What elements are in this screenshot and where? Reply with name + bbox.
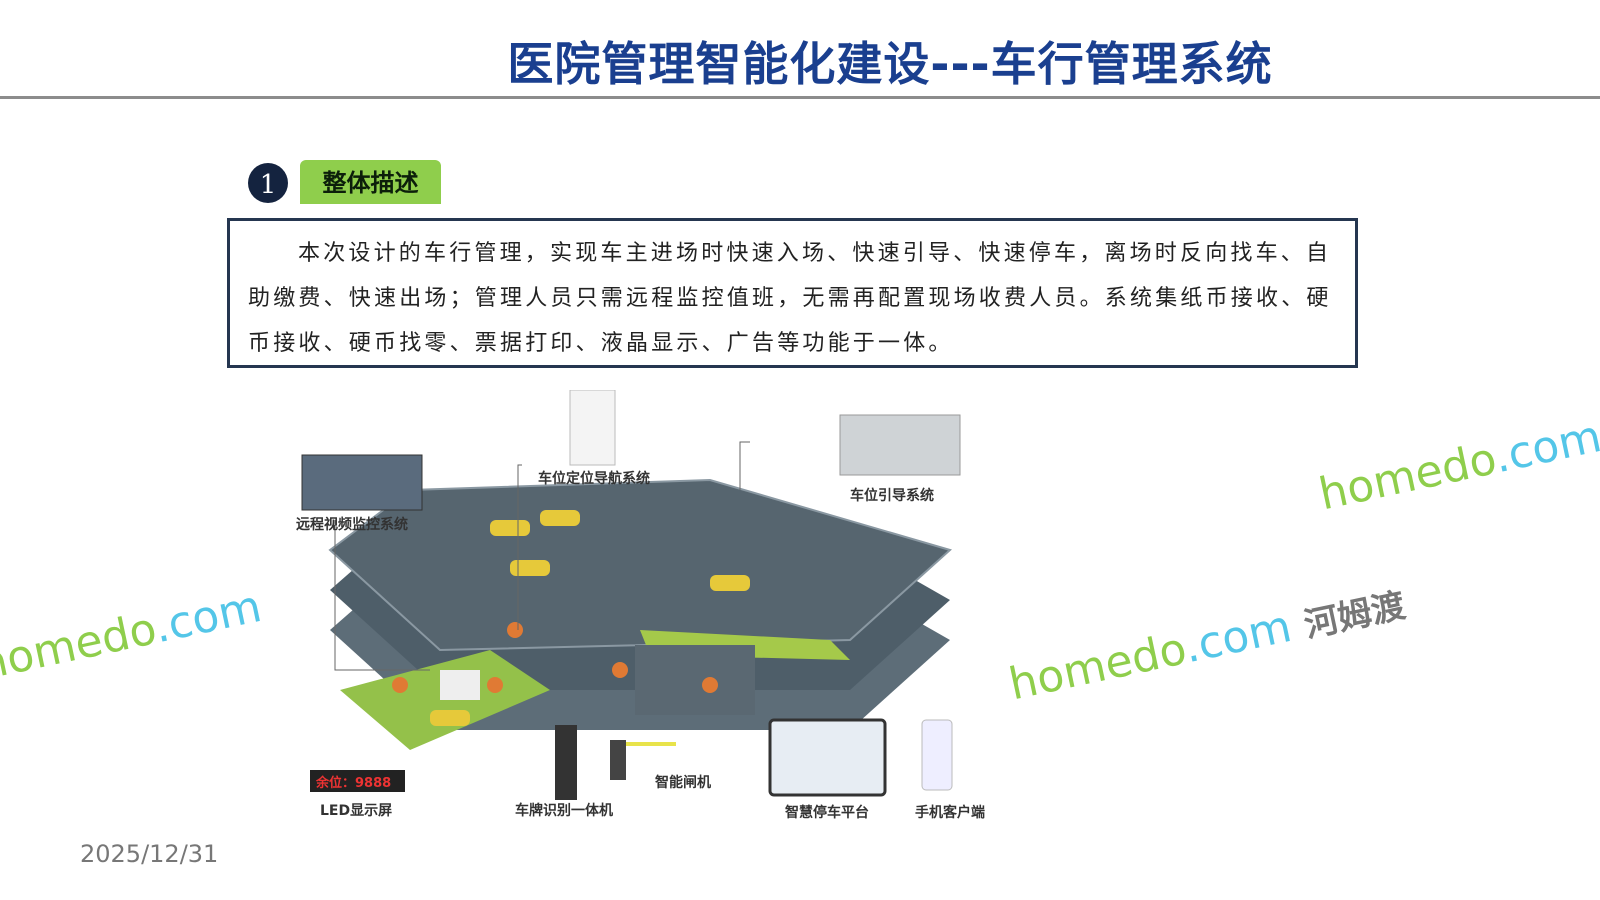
slide-title: 医院管理智能化建设---车行管理系统	[507, 37, 1273, 91]
watermark: homedo.com	[1314, 410, 1600, 521]
parking-garage-illustration	[301, 389, 961, 800]
label-smart-platform: 智慧停车平台	[785, 805, 869, 821]
label-mobile-client: 手机客户端	[915, 805, 985, 821]
title-divider	[0, 96, 1600, 99]
description-box: 本次设计的车行管理，实现车主进场时快速入场、快速引导、快速停车，离场时反向找车、…	[227, 218, 1358, 368]
section-label: 整体描述	[300, 160, 441, 204]
watermark: homedo.com 河姆渡	[1004, 585, 1409, 711]
parking-system-diagram: 远程视频监控系统 车位定位导航系统 车位引导系统 余位：9888 LED显示屏 …	[290, 389, 985, 830]
section-number: 1	[248, 163, 288, 203]
label-navigation: 车位定位导航系统	[538, 471, 650, 487]
label-plate-recognition: 车牌识别一体机	[515, 803, 613, 819]
slide-date: 2025/12/31	[80, 840, 219, 868]
watermark: homedo.com	[0, 580, 266, 691]
label-remote-video: 远程视频监控系统	[296, 517, 408, 533]
label-smart-gate: 智能闸机	[655, 775, 711, 791]
label-guidance: 车位引导系统	[850, 488, 934, 504]
led-screen-text: 余位：9888	[316, 776, 392, 791]
label-led: LED显示屏	[320, 803, 393, 819]
